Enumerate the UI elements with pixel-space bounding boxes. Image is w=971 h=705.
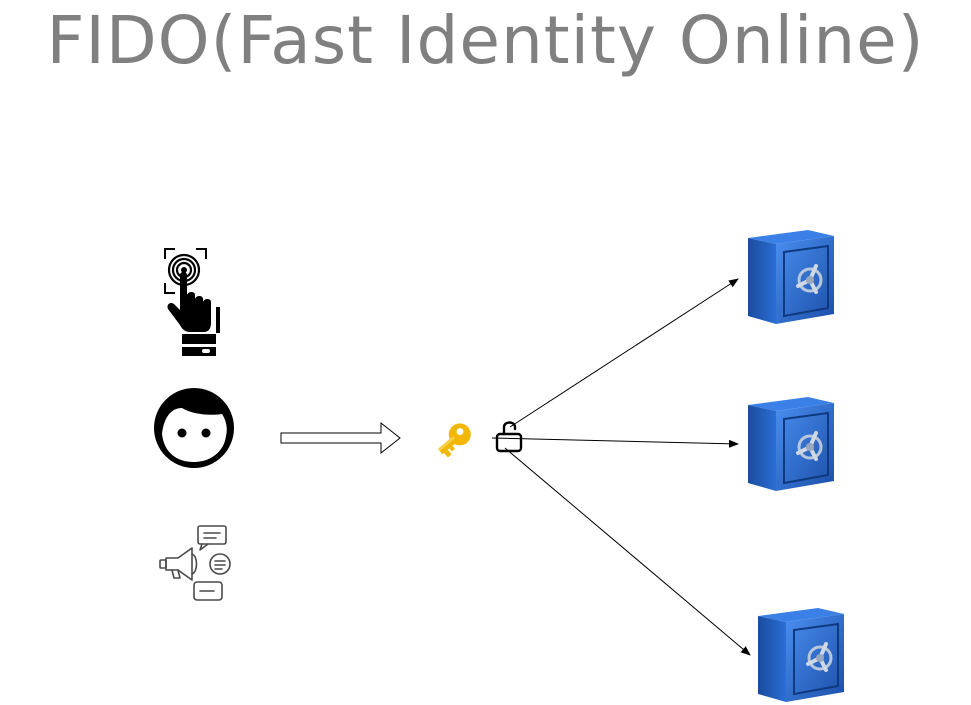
slide-title: FIDO(Fast Identity Online) (46, 2, 925, 79)
voice-megaphone-icon (159, 525, 231, 601)
face-icon (154, 388, 234, 468)
flow-block-arrow (280, 421, 401, 455)
key-icon (437, 423, 471, 458)
safe-vault-icon (748, 397, 834, 491)
fingerprint-touch-icon (164, 248, 220, 356)
safe-vault-icon (758, 608, 844, 702)
safe-vault-icon (748, 230, 834, 324)
connector-to-safe-middle (491, 437, 739, 448)
connector-to-safe-bottom (504, 447, 751, 656)
connector-to-safe-top (509, 278, 739, 428)
unlocked-padlock-icon (495, 421, 523, 453)
